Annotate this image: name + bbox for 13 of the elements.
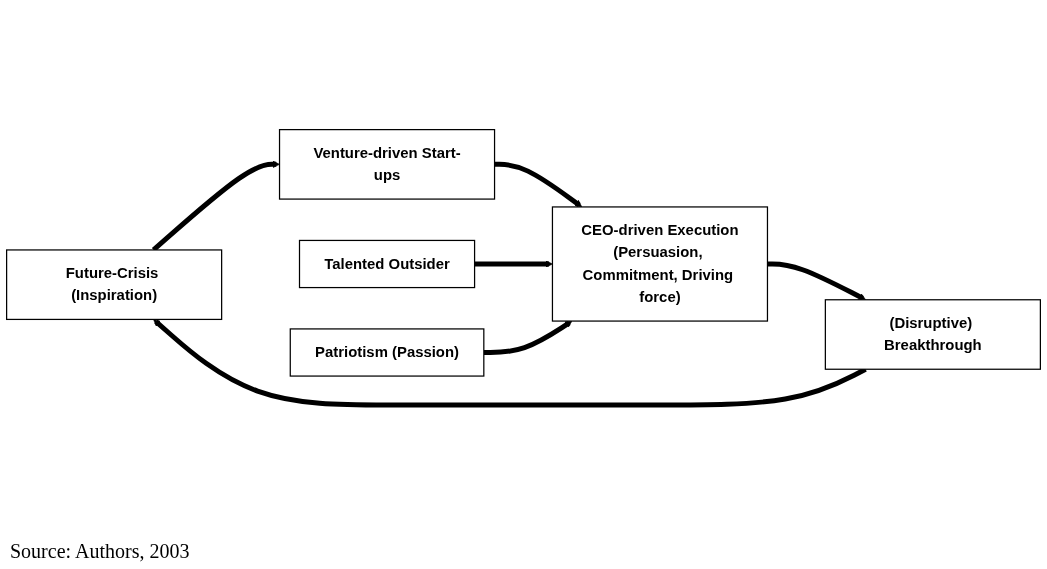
- node-box: (Disruptive) Breakthrough: [824, 299, 1041, 371]
- arrow: [483, 320, 573, 356]
- arrow: [767, 261, 866, 301]
- arrow: [151, 160, 280, 252]
- node-box: Future-Crisis (Inspiration): [6, 249, 223, 321]
- node-box: Patriotism (Passion): [289, 328, 485, 377]
- node-box: CEO-driven Execution (Persuasion, Commitment, Driving force): [551, 206, 769, 322]
- arrow: [153, 319, 867, 408]
- source-caption: Source: Authors, 2003: [10, 540, 190, 563]
- arrow: [494, 162, 583, 208]
- node-box: Venture-driven Start-ups: [278, 129, 496, 200]
- arrow: [474, 260, 553, 268]
- node-box: Talented Outsider: [298, 240, 476, 289]
